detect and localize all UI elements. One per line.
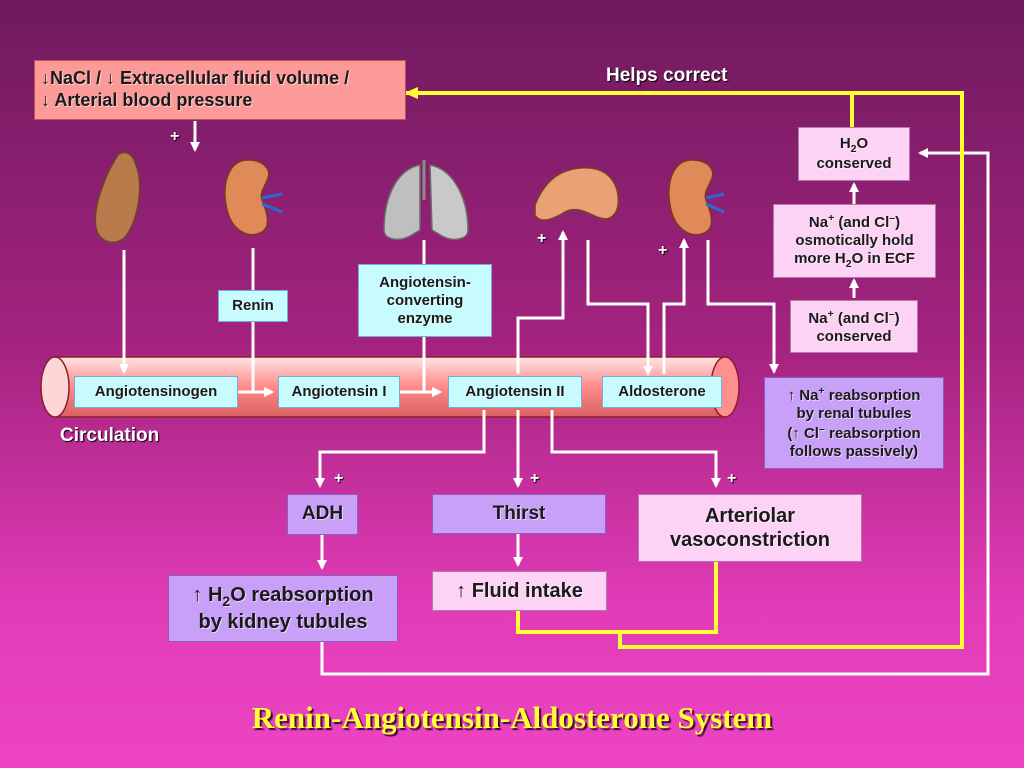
trigger-line-1: ↓NaCl / ↓ Extracellular fluid volume / <box>41 68 350 89</box>
plus-sign: + <box>334 470 344 487</box>
pathway-arrows <box>119 121 990 676</box>
diagram-title: Renin-Angiotensin-Aldosterone System <box>251 700 773 735</box>
plus-sign: + <box>530 470 540 487</box>
kidney-icon <box>224 159 283 236</box>
plus-sign: + <box>170 128 180 145</box>
feedback-lines <box>404 87 964 649</box>
kidney-icon <box>668 159 725 236</box>
aldosterone-box: Aldosterone <box>602 376 722 408</box>
h2o-reabsorption-box: ↑ H2O reabsorption by kidney tubules <box>168 575 398 642</box>
angiotensin-ii-box: Angiotensin II <box>448 376 582 408</box>
lungs-icon <box>383 160 469 241</box>
angiotensinogen-box: Angiotensinogen <box>74 376 238 408</box>
angiotensin-i-box: Angiotensin I <box>278 376 400 408</box>
fluid-intake-box: ↑ Fluid intake <box>432 571 607 611</box>
renin-box: Renin <box>218 290 288 322</box>
adh-box: ADH <box>287 494 358 535</box>
na-reabsorption-box: ↑ Na+ reabsorption by renal tubules (↑ C… <box>764 377 944 469</box>
thirst-box: Thirst <box>432 494 606 534</box>
trigger-line-2: ↓ Arterial blood pressure <box>41 90 253 110</box>
liver-icon <box>94 151 141 244</box>
plus-sign: + <box>658 242 668 259</box>
helps-correct-label: Helps correct <box>606 65 728 86</box>
plus-sign: + <box>537 230 547 247</box>
circulation-label: Circulation <box>60 425 160 446</box>
na-conserved-box: Na+ (and Cl–) conserved <box>790 300 918 353</box>
vasoconstriction-box: Arteriolar vasoconstriction <box>638 494 862 562</box>
na-osmotic-box: Na+ (and Cl–) osmotically hold more H2O … <box>773 204 936 278</box>
h2o-conserved-box: H2O conserved <box>798 127 910 181</box>
ace-box: Angiotensin- converting enzyme <box>358 264 492 337</box>
plus-sign: + <box>727 470 737 487</box>
trigger-box: ↓NaCl / ↓ Extracellular fluid volume / ↓… <box>34 60 406 120</box>
adrenal-cortex-icon <box>534 167 620 221</box>
